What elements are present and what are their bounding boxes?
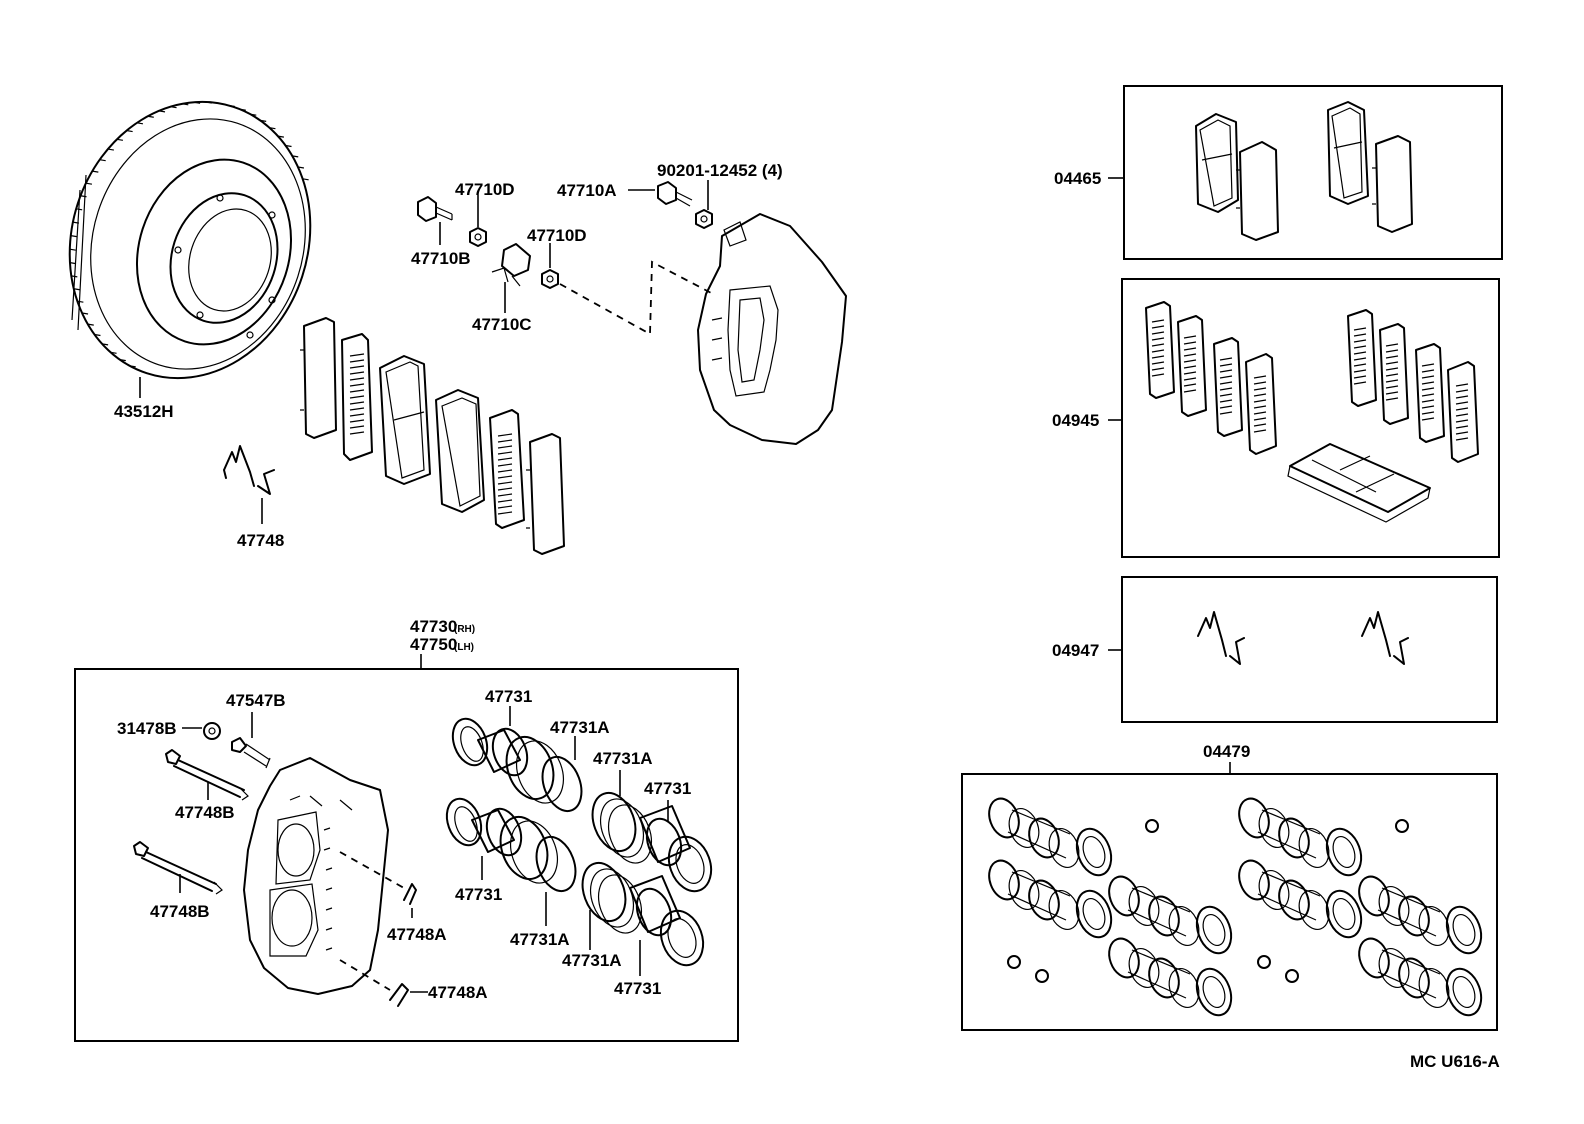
- label-47748a-2: 47748A: [428, 983, 488, 1002]
- label-47710c: 47710C: [472, 315, 532, 334]
- shim-kit-left[interactable]: [1145, 301, 1277, 455]
- pad-kit-pads-left[interactable]: [1195, 113, 1279, 241]
- nut-47710d-2[interactable]: [541, 269, 559, 289]
- caliper-pin-2[interactable]: [133, 841, 223, 895]
- label-47731a-2: 47731A: [510, 930, 570, 949]
- pad-support-spring-47748[interactable]: [223, 445, 275, 495]
- label-47731a-1: 47731A: [550, 718, 610, 737]
- label-47731a-3: 47731A: [593, 749, 653, 768]
- caliper-body[interactable]: [243, 757, 389, 995]
- piston-seal-group-1[interactable]: [447, 714, 589, 816]
- piston-seal-group-2[interactable]: [441, 794, 583, 896]
- clip-47748a-2[interactable]: [389, 983, 409, 1007]
- label-47748: 47748: [237, 531, 284, 550]
- brake-rotor[interactable]: [35, 70, 346, 409]
- washer-90201[interactable]: [695, 209, 713, 229]
- clip-47748a-1[interactable]: [403, 883, 417, 905]
- label-43512h: 43512H: [114, 402, 174, 421]
- label-47748a-1: 47748A: [387, 925, 447, 944]
- label-04945: 04945: [1052, 411, 1099, 430]
- piston-seal-group-4[interactable]: [575, 857, 710, 971]
- seal-kit-right[interactable]: [1234, 794, 1487, 1020]
- grease-packet[interactable]: [1287, 443, 1431, 523]
- spring-kit-right[interactable]: [1361, 611, 1409, 665]
- label-47750: 47750: [410, 635, 457, 654]
- bleeder-plug[interactable]: [231, 737, 271, 769]
- pad-kit-box: [1123, 85, 1503, 260]
- spring-kit-left[interactable]: [1197, 611, 1245, 665]
- label-lh: (LH): [454, 642, 474, 653]
- pad-kit-pads-right[interactable]: [1327, 101, 1413, 233]
- seal-kit-left[interactable]: [984, 794, 1237, 1020]
- spring-kit-box: [1121, 576, 1498, 723]
- label-90201-12452: 90201-12452 (4): [657, 161, 783, 180]
- label-47710b: 47710B: [411, 249, 471, 268]
- brake-pad-outer[interactable]: [379, 355, 431, 485]
- label-47730: 47730: [410, 617, 457, 636]
- label-47547b: 47547B: [226, 691, 286, 710]
- label-47731-2: 47731: [455, 885, 502, 904]
- bracket-47710c[interactable]: [491, 243, 531, 287]
- label-47748b-1: 47748B: [175, 803, 235, 822]
- shim-kit-right[interactable]: [1347, 309, 1479, 463]
- label-47731a-4: 47731A: [562, 951, 622, 970]
- label-47731-1: 47731: [485, 687, 532, 706]
- bleeder-cap[interactable]: [203, 722, 221, 740]
- label-04465: 04465: [1054, 169, 1101, 188]
- brake-pad-inner[interactable]: [435, 389, 485, 513]
- label-47731-4: 47731: [614, 979, 661, 998]
- label-47710d-2: 47710D: [527, 226, 587, 245]
- nut-47710d-1[interactable]: [469, 227, 487, 247]
- caliper-assembly-top[interactable]: [697, 213, 847, 445]
- label-47710a: 47710A: [557, 181, 617, 200]
- label-31478b: 31478B: [117, 719, 177, 738]
- label-rh: (RH): [454, 624, 475, 635]
- shim-inner-2[interactable]: [489, 409, 525, 529]
- seal-kit-box: [961, 773, 1498, 1031]
- bolt-47710a[interactable]: [657, 181, 693, 207]
- anti-squeal-shim-outer[interactable]: [300, 317, 337, 439]
- label-47748b-2: 47748B: [150, 902, 210, 921]
- shim-kit-box: [1121, 278, 1500, 558]
- caliper-pin-1[interactable]: [165, 749, 249, 801]
- caliper-kit-box: [74, 668, 739, 1042]
- anti-squeal-shim-inner[interactable]: [526, 433, 565, 555]
- label-47731-3: 47731: [644, 779, 691, 798]
- diagram-code: MC U616-A: [1410, 1052, 1500, 1071]
- bolt-47710b[interactable]: [417, 196, 453, 222]
- label-04947: 04947: [1052, 641, 1099, 660]
- label-04479: 04479: [1203, 742, 1250, 761]
- shim-inner-1[interactable]: [341, 333, 373, 461]
- label-47710d-1: 47710D: [455, 180, 515, 199]
- piston-seal-group-3[interactable]: [585, 787, 718, 897]
